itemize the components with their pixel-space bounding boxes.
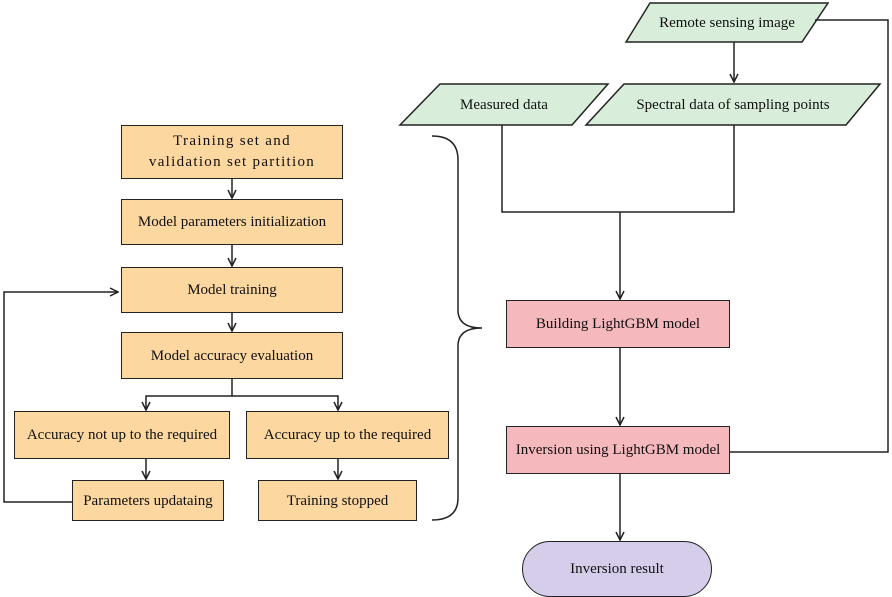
inversion-result-label: Inversion result — [570, 561, 664, 577]
measured-data-label: Measured data — [460, 96, 548, 113]
model-parameters-initialization: Model parameters initialization — [121, 199, 343, 245]
remote-sensing-shape — [624, 2, 830, 43]
model-accuracy-evaluation: Model accuracy evaluation — [121, 332, 343, 379]
building-lightgbm-label: Building LightGBM model — [535, 316, 701, 332]
accuracy-not-up-to-required: Accuracy not up to the required — [14, 411, 230, 459]
spectral-data-shape — [584, 83, 882, 126]
remote-sensing-image-label: Remote sensing image — [659, 14, 795, 31]
accuracy-not-required-label: Accuracy not up to the required — [26, 427, 218, 443]
training-stopped: Training stopped — [258, 480, 417, 521]
partition-label-line2: validation set partition — [148, 154, 316, 170]
model-training-label: Model training — [187, 282, 277, 298]
inversion-result: Inversion result — [522, 541, 712, 597]
training-validation-partition: Training set and validation set partitio… — [121, 125, 343, 179]
accuracy-up-to-required: Accuracy up to the required — [246, 411, 449, 459]
remote-sensing-image: Remote sensing image — [626, 3, 828, 42]
parameters-updating-label: Parameters updataing — [83, 492, 213, 509]
spectral-data-of-sampling-points: Spectral data of sampling points — [586, 84, 880, 125]
inversion-lightgbm-label: Inversion using LightGBM model — [515, 442, 721, 458]
partition-label-line1: Training set and — [173, 133, 291, 149]
training-stopped-label: Training stopped — [286, 492, 389, 509]
grouping-brace — [431, 135, 483, 521]
inversion-using-lightgbm-model: Inversion using LightGBM model — [506, 426, 730, 474]
model-accuracy-eval-label: Model accuracy evaluation — [150, 347, 314, 364]
accuracy-required-label: Accuracy up to the required — [263, 427, 432, 443]
building-lightgbm-model: Building LightGBM model — [506, 300, 730, 348]
measured-data-shape — [398, 83, 610, 126]
model-params-init-label: Model parameters initialization — [137, 214, 327, 230]
spectral-data-label: Spectral data of sampling points — [636, 96, 830, 113]
model-training: Model training — [121, 267, 343, 313]
parameters-updating: Parameters updataing — [72, 480, 224, 521]
measured-data: Measured data — [400, 84, 608, 125]
